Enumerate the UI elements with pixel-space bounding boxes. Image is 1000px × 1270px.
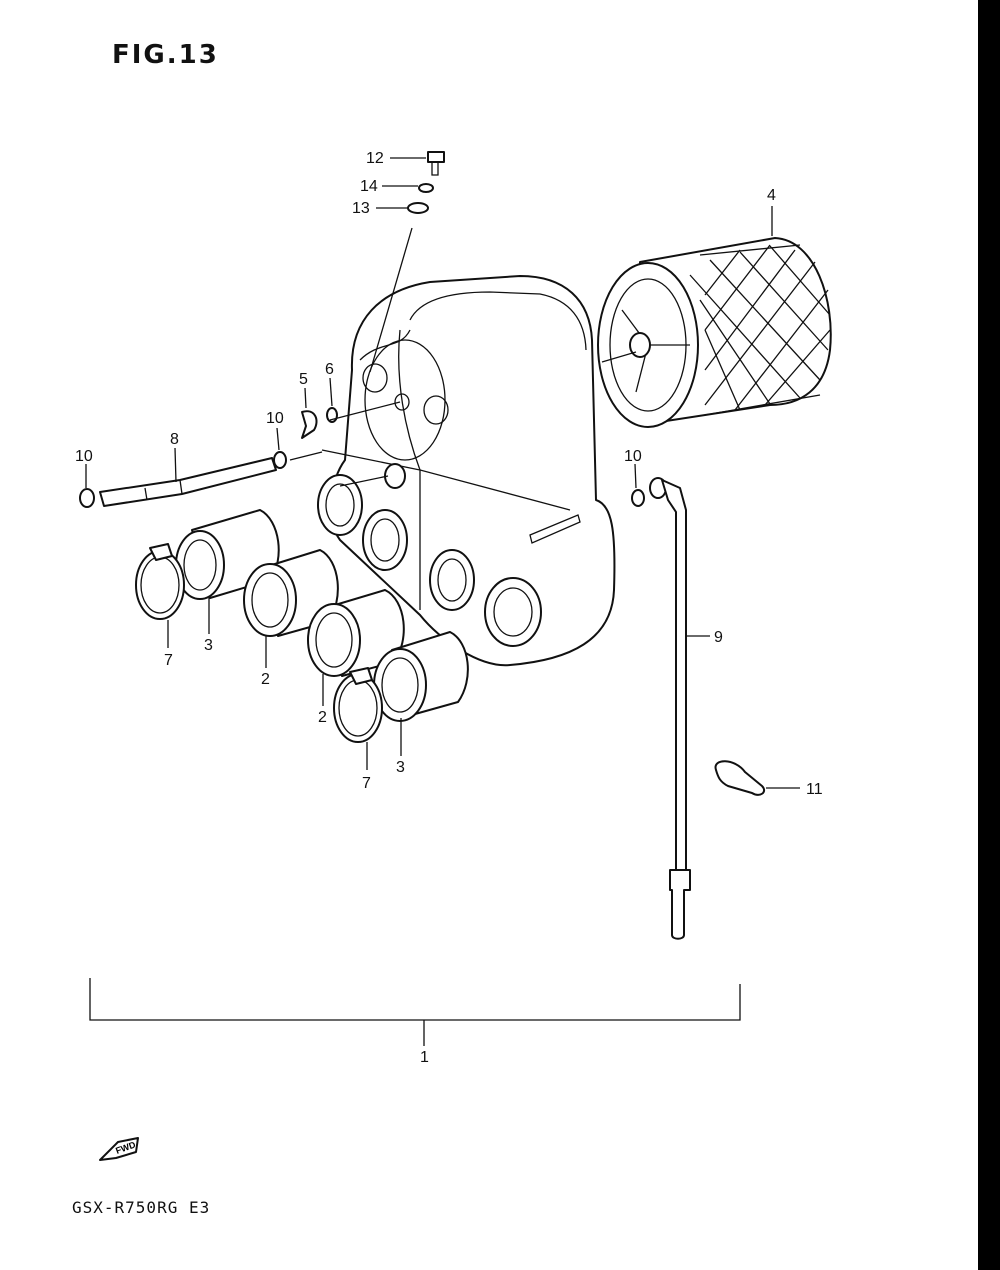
callout-12: 12 bbox=[366, 150, 384, 167]
scan-edge-bar bbox=[978, 0, 1000, 1270]
model-code: GSX-R750RG E3 bbox=[72, 1198, 211, 1217]
callout-2-upper: 2 bbox=[261, 671, 270, 688]
callout-10-right: 10 bbox=[624, 448, 642, 465]
callouts: 12 14 13 4 6 5 10 8 10 10 9 7 3 2 2 3 7 … bbox=[75, 150, 823, 1066]
callout-8: 8 bbox=[170, 431, 179, 448]
callout-3-upper: 3 bbox=[204, 637, 213, 654]
hose-clamp-part-11[interactable] bbox=[714, 760, 766, 796]
forward-arrow: FWD bbox=[99, 1137, 139, 1161]
breather-hose-part-8[interactable] bbox=[99, 457, 277, 507]
hose-clip-part-10-left[interactable] bbox=[79, 488, 95, 508]
air-box-housing[interactable] bbox=[317, 275, 616, 667]
intake-clamp-part-7-upper[interactable] bbox=[135, 543, 185, 620]
callout-13: 13 bbox=[352, 200, 370, 217]
callout-3-lower: 3 bbox=[396, 759, 405, 776]
callout-2-lower: 2 bbox=[318, 709, 327, 726]
figure-title: FIG.13 bbox=[112, 40, 219, 70]
screw-and-washers[interactable] bbox=[407, 151, 445, 214]
callout-5: 5 bbox=[299, 371, 308, 388]
callout-4: 4 bbox=[767, 187, 776, 204]
callout-7-upper: 7 bbox=[164, 652, 173, 669]
callout-11: 11 bbox=[806, 781, 823, 798]
callout-7-lower: 7 bbox=[362, 775, 371, 792]
callout-14: 14 bbox=[360, 178, 378, 195]
callout-9: 9 bbox=[714, 629, 723, 646]
intake-boot-part-2-lower[interactable] bbox=[307, 589, 405, 677]
intake-boot-part-3-lower[interactable] bbox=[373, 631, 469, 722]
leader-lines bbox=[85, 157, 800, 1046]
hose-clip-part-10-right[interactable] bbox=[631, 489, 645, 507]
callout-10-left: 10 bbox=[75, 448, 93, 465]
clip-part-5[interactable] bbox=[301, 410, 318, 439]
air-filter-element[interactable] bbox=[597, 237, 832, 428]
callout-1: 1 bbox=[420, 1049, 429, 1066]
intake-clamp-part-7-lower[interactable] bbox=[333, 667, 383, 743]
hose-clip-part-10-center[interactable] bbox=[273, 451, 287, 469]
callout-10-center: 10 bbox=[266, 410, 284, 427]
drain-hose-part-9[interactable] bbox=[649, 477, 691, 940]
callout-6: 6 bbox=[325, 361, 334, 378]
